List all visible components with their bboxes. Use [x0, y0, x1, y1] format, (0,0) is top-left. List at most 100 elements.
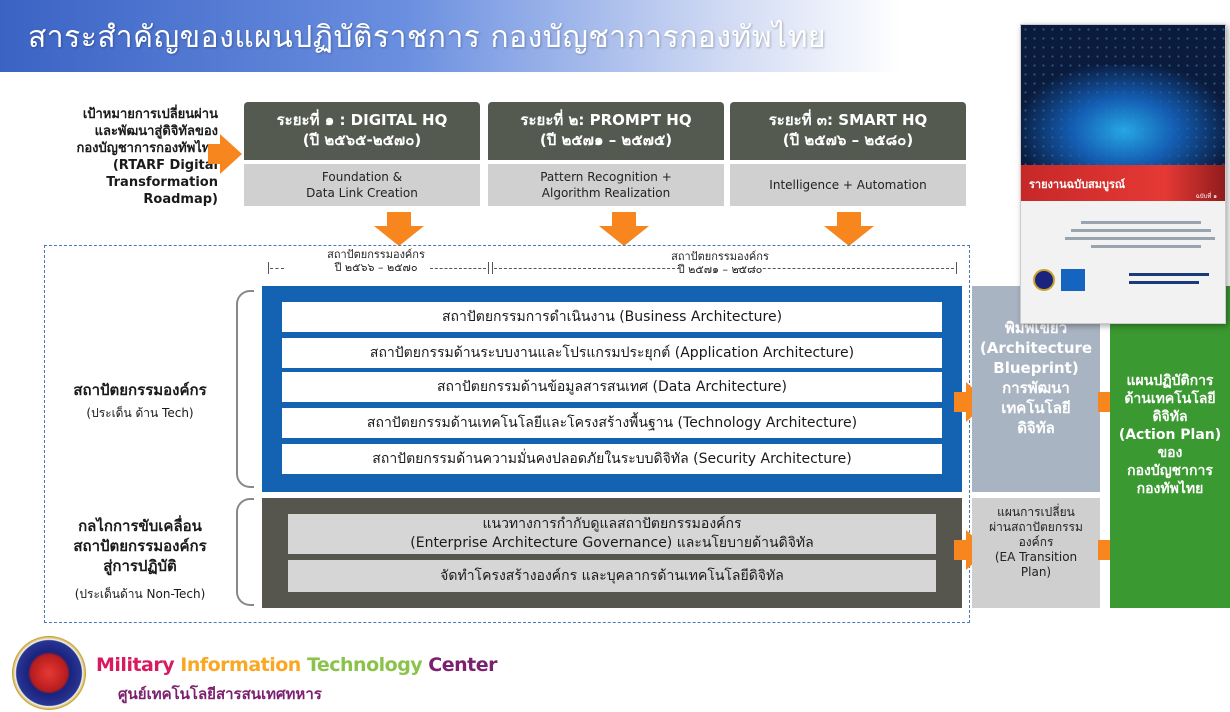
goal-line: กองบัญชาการกองทัพไทย: [76, 141, 218, 156]
application-architecture-row: สถาปัตยกรรมด้านระบบงานและโปรแกรมประยุกต์…: [282, 338, 942, 368]
action-plan-line: กองบัญชาการ: [1127, 463, 1213, 479]
transition-line: Plan): [1020, 565, 1052, 579]
phase-1-title: ระยะที่ ๑ : DIGITAL HQ: [276, 111, 448, 129]
phase-1-focus-line: Foundation &: [321, 170, 403, 184]
mitc-word: enter: [441, 654, 498, 676]
action-plan-line: ดิจิทัล: [1152, 409, 1188, 425]
report-cover-image: รายงานฉบับสมบูรณ์ ฉบับที่ ๑: [1020, 24, 1226, 324]
nontech-line: กลไกการขับเคลื่อน: [78, 517, 202, 535]
timeline-tick: [956, 262, 957, 274]
transition-line: (EA Transition: [994, 550, 1078, 564]
action-plan-line: แผนปฏิบัติการ: [1126, 373, 1214, 389]
governance-line: แนวทางการกำกับดูแลสถาปัตยกรรมองค์กร: [482, 516, 742, 532]
timeline-years: ปี ๒๕๖๖ – ๒๕๗๐: [334, 261, 418, 274]
nontech-line: สู่การปฏิบัติ: [103, 557, 177, 575]
goal-arrow-icon: [208, 134, 242, 174]
timeline-line: [738, 268, 954, 269]
nontech-line: สถาปัตยกรรมองค์กร: [73, 537, 207, 555]
timeline-line: [270, 268, 284, 269]
phase-1-years: (ปี ๒๕๖๕-๒๕๗๐): [302, 131, 422, 149]
timeline-label: สถาปัตยกรรมองค์กร: [671, 250, 769, 263]
goal-line: Transformation: [106, 175, 218, 190]
report-title: รายงานฉบับสมบูรณ์: [1029, 178, 1126, 191]
report-volume: ฉบับที่ ๑: [1195, 193, 1217, 200]
goal-line: และพัฒนาสู่ดิจิทัลของ: [94, 124, 218, 139]
phase-2-focus: Pattern Recognition + Algorithm Realizat…: [488, 164, 724, 206]
organization-structure-row: จัดทำโครงสร้างองค์กร และบุคลากรด้านเทคโน…: [288, 560, 936, 592]
tech-section-title: สถาปัตยกรรมองค์กร: [73, 381, 207, 399]
blueprint-line: การพัฒนา: [1002, 379, 1070, 397]
ea-transition-plan-box: แผนการเปลี่ยน ผ่านสถาปัตยกรรม องค์กร (EA…: [972, 498, 1100, 608]
transition-line: ผ่านสถาปัตยกรรม: [989, 520, 1083, 534]
phase-1-focus-line: Data Link Creation: [306, 186, 418, 200]
mitc-logo: [12, 636, 86, 710]
transition-line: องค์กร: [1018, 535, 1054, 549]
timeline-period-2: สถาปัตยกรรมองค์กร ปี ๒๕๗๑ – ๒๕๘๐: [620, 250, 820, 276]
mitc-word: nformation: [186, 654, 307, 676]
blueprint-line: Blueprint): [993, 359, 1079, 377]
nontech-bracket: [236, 498, 254, 606]
security-architecture-row: สถาปัตยกรรมด้านความมั่นคงปลอดภัยในระบบดิ…: [282, 444, 942, 474]
phase-2-down-arrow-icon: [599, 212, 649, 246]
goal-line: เป้าหมายการเปลี่ยนผ่าน: [82, 107, 218, 122]
phase-3-focus: Intelligence + Automation: [730, 164, 966, 206]
report-logo-icon: [1061, 269, 1085, 291]
goal-description: เป้าหมายการเปลี่ยนผ่าน และพัฒนาสู่ดิจิทั…: [14, 106, 218, 208]
phase-2-focus-line: Algorithm Realization: [541, 186, 671, 200]
mitc-letter: I: [180, 654, 187, 676]
data-architecture-row: สถาปัตยกรรมด้านข้อมูลสารสนเทศ (Data Arch…: [282, 372, 942, 402]
timeline-line: [494, 268, 680, 269]
enterprise-architecture-frame: [44, 245, 970, 623]
phase-1-down-arrow-icon: [374, 212, 424, 246]
title-banner: [0, 0, 900, 72]
phase-2-years: (ปี ๒๕๗๑ – ๒๕๗๕): [539, 131, 673, 149]
timeline-tick: [488, 262, 489, 274]
timeline-line: [430, 268, 486, 269]
timeline-years: ปี ๒๕๗๑ – ๒๕๘๐: [677, 263, 763, 276]
mitc-letter: M: [96, 654, 115, 676]
phase-1-focus: Foundation & Data Link Creation: [244, 164, 480, 206]
blueprint-line: (Architecture: [979, 339, 1093, 357]
mitc-letter: T: [306, 654, 317, 676]
blueprint-line: ดิจิทัล: [1017, 419, 1055, 437]
governance-line: (Enterprise Architecture Governance) และ…: [410, 535, 814, 551]
tech-section-subtitle: (ประเด็น ด้าน Tech): [86, 406, 194, 420]
tech-section-label: สถาปัตยกรรมองค์กร (ประเด็น ด้าน Tech): [46, 378, 234, 423]
timeline-tick: [492, 262, 493, 274]
phase-1-header: ระยะที่ ๑ : DIGITAL HQ (ปี ๒๕๖๕-๒๕๗๐): [244, 102, 480, 160]
page-title: สาระสำคัญของแผนปฏิบัติราชการ กองบัญชาการ…: [28, 20, 827, 55]
timeline-period-1: สถาปัตยกรรมองค์กร ปี ๒๕๖๖ – ๒๕๗๐: [286, 248, 466, 274]
action-plan-line: ด้านเทคโนโลยี: [1124, 391, 1216, 407]
governance-row: แนวทางการกำกับดูแลสถาปัตยกรรมองค์กร (Ent…: [288, 514, 936, 554]
action-plan-line: กองทัพไทย: [1136, 481, 1204, 497]
governance-block: แนวทางการกำกับดูแลสถาปัตยกรรมองค์กร (Ent…: [262, 498, 962, 608]
transition-line: แผนการเปลี่ยน: [997, 505, 1075, 519]
action-plan-box: แผนปฏิบัติการ ด้านเทคโนโลยี ดิจิทัล (Act…: [1110, 286, 1230, 608]
action-plan-line: ของ: [1157, 445, 1183, 461]
phase-1: ระยะที่ ๑ : DIGITAL HQ (ปี ๒๕๖๕-๒๕๗๐) Fo…: [244, 102, 480, 206]
phase-3-focus-line: Intelligence + Automation: [769, 178, 927, 192]
timeline-label: สถาปัตยกรรมองค์กร: [327, 248, 425, 261]
tech-bracket: [236, 290, 254, 488]
mitc-word: echnology: [316, 654, 429, 676]
phase-3-years: (ปี ๒๕๗๖ – ๒๕๘๐): [782, 131, 914, 149]
goal-line: (RTARF Digital: [112, 158, 218, 173]
phase-3-down-arrow-icon: [824, 212, 874, 246]
mitc-name-english: Military Information Technology Center: [96, 654, 498, 676]
mitc-letter: C: [428, 654, 442, 676]
action-plan-line: (Action Plan): [1118, 427, 1222, 443]
phase-2-header: ระยะที่ ๒: PROMPT HQ (ปี ๒๕๗๑ – ๒๕๗๕): [488, 102, 724, 160]
phase-2-focus-line: Pattern Recognition +: [540, 170, 672, 184]
technology-architecture-row: สถาปัตยกรรมด้านเทคโนโลยีและโครงสร้างพื้น…: [282, 408, 942, 438]
goal-line: Roadmap): [143, 192, 218, 207]
report-emblem-icon: [1033, 269, 1055, 291]
phase-3: ระยะที่ ๓: SMART HQ (ปี ๒๕๗๖ – ๒๕๘๐) Int…: [730, 102, 966, 206]
nontech-section-subtitle: (ประเด็นด้าน Non-Tech): [74, 587, 206, 601]
mitc-word: ilitary: [114, 654, 181, 676]
phase-3-header: ระยะที่ ๓: SMART HQ (ปี ๒๕๗๖ – ๒๕๘๐): [730, 102, 966, 160]
phase-2: ระยะที่ ๒: PROMPT HQ (ปี ๒๕๗๑ – ๒๕๗๕) Pa…: [488, 102, 724, 206]
timeline-tick: [268, 262, 269, 274]
architecture-block: สถาปัตยกรรมการดำเนินงาน (Business Archit…: [262, 286, 962, 492]
phase-2-title: ระยะที่ ๒: PROMPT HQ: [520, 111, 692, 129]
blueprint-line: เทคโนโลยี: [1001, 399, 1071, 417]
